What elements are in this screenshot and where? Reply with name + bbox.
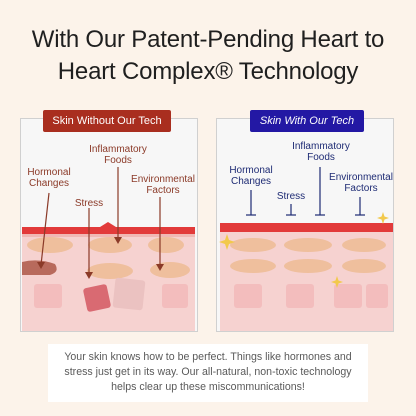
skin-cell (148, 237, 184, 253)
skin-block (34, 284, 62, 308)
skin-cell (230, 259, 276, 273)
sparkle-icon (377, 212, 389, 224)
skin-cell (284, 259, 332, 273)
skin-diagram-healthy (219, 167, 393, 331)
skin-cell (88, 237, 132, 253)
sparkle-icons (219, 212, 389, 288)
label-stress: Stress (276, 191, 306, 202)
skin-cell (342, 238, 386, 252)
skin-block (112, 277, 146, 311)
skin-cell (342, 259, 386, 273)
skin-diagram-damaged (22, 167, 195, 331)
skin-block (162, 284, 188, 308)
skin-cell (230, 238, 276, 252)
headline-line-1: With Our Patent-Pending Heart to (31, 26, 385, 53)
label-hormonal-changes: Hormonal Changes (27, 167, 71, 189)
skin-cell (150, 262, 190, 278)
label-stress: Stress (74, 198, 104, 209)
badge-without-tech: Skin Without Our Tech (43, 110, 171, 132)
skin-top-layer-healthy (220, 223, 393, 232)
label-environmental-factors: Environmental Factors (131, 174, 195, 196)
skin-cell (87, 263, 133, 279)
label-hormonal-changes: Hormonal Changes (229, 165, 273, 187)
blockers-healthy (246, 167, 365, 216)
badge-with-tech: Skin With Our Tech (250, 110, 364, 132)
headline-line-2: Heart Complex® Technology (57, 58, 359, 85)
headline: With Our Patent-Pending Heart to Heart C… (0, 24, 416, 88)
sparkle-icon (219, 234, 235, 250)
damaged-cell (22, 260, 57, 275)
label-inflammatory-foods: Inflammatory Foods (89, 144, 147, 166)
skin-top-layer-damaged (22, 222, 195, 234)
arrows-damaged (40, 167, 161, 275)
skin-block (366, 284, 388, 308)
skin-block (334, 284, 362, 308)
arrowheads-damaged (37, 237, 164, 279)
skin-cell (27, 237, 73, 253)
skin-cell (284, 238, 332, 252)
sparkle-icon (331, 276, 343, 288)
label-inflammatory-foods: Inflammatory Foods (292, 141, 350, 163)
label-environmental-factors: Environmental Factors (329, 172, 393, 194)
skin-block (286, 284, 314, 308)
explanation-note: Your skin knows how to be perfect. Thing… (48, 344, 368, 402)
damaged-block (83, 284, 111, 312)
skin-block (234, 284, 262, 308)
